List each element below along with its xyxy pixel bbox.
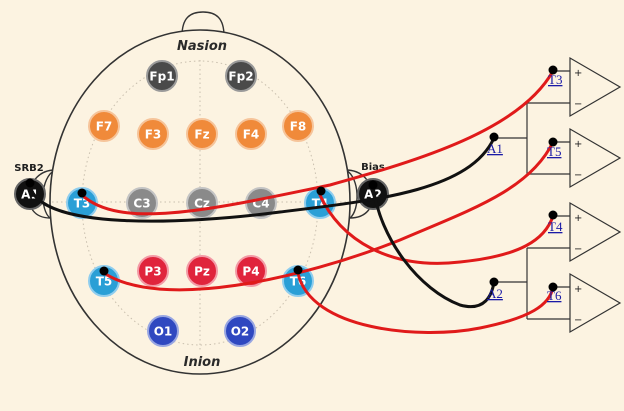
electrode-f4-label: F4 bbox=[243, 128, 260, 142]
input-link-t5[interactable]: T5 bbox=[547, 144, 561, 159]
electrode-f3[interactable]: F3 bbox=[137, 118, 169, 150]
input-link-t6[interactable]: T6 bbox=[547, 288, 562, 303]
electrode-c3[interactable]: C3 bbox=[126, 187, 158, 219]
amplifier-3: + − bbox=[527, 201, 622, 263]
electrode-p3-label: P3 bbox=[144, 265, 161, 279]
input-link-a1[interactable]: A1 bbox=[487, 141, 503, 156]
dot-a2 bbox=[368, 180, 378, 190]
inion-label: Inion bbox=[184, 355, 221, 370]
wire-layer bbox=[28, 69, 555, 334]
electrode-f3-disc bbox=[137, 118, 169, 150]
electrode-f4-disc bbox=[235, 118, 267, 150]
amplifier-3-triangle bbox=[569, 201, 622, 263]
electrode-p4-label: P4 bbox=[242, 265, 259, 279]
electrode-pz[interactable]: Pz bbox=[186, 255, 218, 287]
input-link-t3[interactable]: T3 bbox=[548, 72, 562, 87]
wire-t5 bbox=[102, 140, 555, 292]
amplifier-bank: + − + − + − + − bbox=[494, 56, 622, 334]
amplifier-1-minus: − bbox=[574, 99, 582, 110]
electrode-o2-label: O2 bbox=[231, 325, 250, 339]
electrode-fp2[interactable]: Fp2 bbox=[225, 60, 257, 92]
connection-dots bbox=[25, 65, 558, 292]
electrode-f8[interactable]: F8 bbox=[282, 110, 314, 142]
electrode-cz[interactable]: Cz bbox=[186, 187, 218, 219]
dot-in-a1 bbox=[489, 132, 499, 142]
electrode-pz-disc bbox=[186, 255, 218, 287]
electrode-fz-label: Fz bbox=[194, 128, 209, 142]
srb2-label: SRB2 bbox=[14, 163, 44, 174]
electrode-cz-label: Cz bbox=[194, 197, 210, 211]
electrode-a1-label: A1 bbox=[21, 188, 39, 202]
electrode-t3[interactable]: T3 bbox=[66, 187, 98, 219]
electrode-fp2-disc bbox=[225, 60, 257, 92]
electrode-fz[interactable]: Fz bbox=[186, 118, 218, 150]
electrode-p3[interactable]: P3 bbox=[137, 255, 169, 287]
dot-in-t6 bbox=[548, 282, 558, 292]
amplifier-2-minus: − bbox=[574, 170, 582, 181]
amplifier-2-plus: + bbox=[574, 139, 582, 150]
electrode-t5-label: T5 bbox=[96, 275, 113, 289]
amplifier-4-plus: + bbox=[574, 284, 582, 295]
electrode-c3-label: C3 bbox=[133, 197, 150, 211]
wire-t3 bbox=[80, 69, 555, 216]
dot-t5 bbox=[99, 266, 109, 276]
electrode-f4[interactable]: F4 bbox=[235, 118, 267, 150]
amplifier-1-plus: + bbox=[574, 68, 582, 79]
electrode-f7-disc bbox=[88, 110, 120, 142]
electrode-f7[interactable]: F7 bbox=[88, 110, 120, 142]
input-link-a2[interactable]: A2 bbox=[487, 286, 503, 301]
electrode-o2-disc bbox=[224, 315, 256, 347]
electrode-f8-label: F8 bbox=[290, 120, 307, 134]
wire-t4 bbox=[318, 193, 555, 265]
electrode-p3-disc bbox=[137, 255, 169, 287]
wire-t6 bbox=[296, 271, 555, 334]
dot-in-a2 bbox=[489, 277, 499, 287]
electrode-f8-disc bbox=[282, 110, 314, 142]
electrode-p4[interactable]: P4 bbox=[235, 255, 267, 287]
wire-a2 bbox=[371, 184, 496, 309]
amplifier-1: + − bbox=[527, 56, 622, 118]
bias-label: Bias bbox=[361, 162, 385, 173]
electrode-fp1-disc bbox=[146, 60, 178, 92]
dot-in-t4 bbox=[548, 210, 558, 220]
electrode-fp2-label: Fp2 bbox=[228, 70, 253, 84]
dot-t3 bbox=[77, 188, 87, 198]
electrode-t3-disc bbox=[66, 187, 98, 219]
dot-t4 bbox=[316, 186, 326, 196]
dot-t6 bbox=[293, 265, 303, 275]
electrode-o1-label: O1 bbox=[154, 325, 173, 339]
electrode-layer: Fp1 Fp2 F7 F3 Fz F4 F8 T3 C3 Cz C4 T4 T5… bbox=[14, 60, 389, 347]
electrode-fp1-label: Fp1 bbox=[149, 70, 174, 84]
electrode-p4-disc bbox=[235, 255, 267, 287]
electrode-f7-label: F7 bbox=[96, 120, 113, 134]
electrode-f3-label: F3 bbox=[145, 128, 162, 142]
electrode-fz-disc bbox=[186, 118, 218, 150]
electrode-pz-label: Pz bbox=[194, 265, 210, 279]
amplifier-2: + − bbox=[527, 127, 622, 189]
electrode-o2[interactable]: O2 bbox=[224, 315, 256, 347]
dot-a1 bbox=[25, 178, 35, 188]
electrode-o1-disc bbox=[147, 315, 179, 347]
amplifier-input-labels: T3 A1 T5 T4 A2 T6 bbox=[487, 72, 563, 303]
wire-a1 bbox=[28, 136, 496, 223]
input-link-t4[interactable]: T4 bbox=[548, 219, 563, 234]
amplifier-3-minus: − bbox=[574, 244, 582, 255]
amplifier-4-triangle bbox=[569, 272, 622, 334]
amplifier-1-triangle bbox=[569, 56, 622, 118]
amplifier-4: + − bbox=[527, 272, 622, 334]
nasion-label: Nasion bbox=[177, 39, 227, 54]
electrode-c3-disc bbox=[126, 187, 158, 219]
dot-in-t3 bbox=[548, 65, 558, 75]
electrode-o1[interactable]: O1 bbox=[147, 315, 179, 347]
electrode-fp1[interactable]: Fp1 bbox=[146, 60, 178, 92]
amplifier-4-minus: − bbox=[574, 315, 582, 326]
amplifier-3-plus: + bbox=[574, 213, 582, 224]
amplifier-2-triangle bbox=[569, 127, 622, 189]
dot-in-t5 bbox=[548, 137, 558, 147]
electrode-c4[interactable]: C4 bbox=[245, 187, 277, 219]
